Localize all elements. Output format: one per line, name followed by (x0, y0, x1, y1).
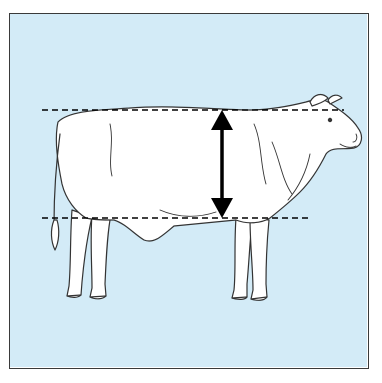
cow-horn (327, 94, 343, 105)
diagram-frame (9, 13, 369, 369)
cow-nostril (352, 133, 358, 143)
cow-ear (309, 93, 329, 107)
cow-hoof-2 (89, 295, 107, 298)
cow-neck-line (271, 141, 293, 195)
cow-hind-leg-front (89, 213, 111, 300)
cow-hoof-1 (66, 294, 82, 297)
arrow-head-top (211, 110, 233, 130)
cow-mouth (339, 143, 357, 148)
cow-tail-tuft (50, 219, 60, 251)
cow-hoof-4 (250, 296, 268, 300)
cow-side-view-icon (50, 93, 363, 301)
cow-eye (327, 117, 333, 123)
cow-dewlap (287, 153, 311, 201)
cow-hoof-3 (231, 296, 248, 299)
cow-tail (53, 133, 61, 225)
cow-flank-line (109, 123, 113, 177)
cow-belly-line (159, 209, 217, 217)
cow-body (55, 99, 363, 242)
cow-front-leg-front (249, 217, 270, 301)
cow-hind-leg-back (66, 209, 93, 298)
cow-shoulder-line (253, 123, 267, 185)
double-headed-vertical-arrow-icon (211, 110, 233, 218)
cow-measurement-diagram (10, 14, 367, 367)
arrow-head-bottom (211, 198, 233, 218)
cow-front-leg-back (231, 217, 253, 300)
